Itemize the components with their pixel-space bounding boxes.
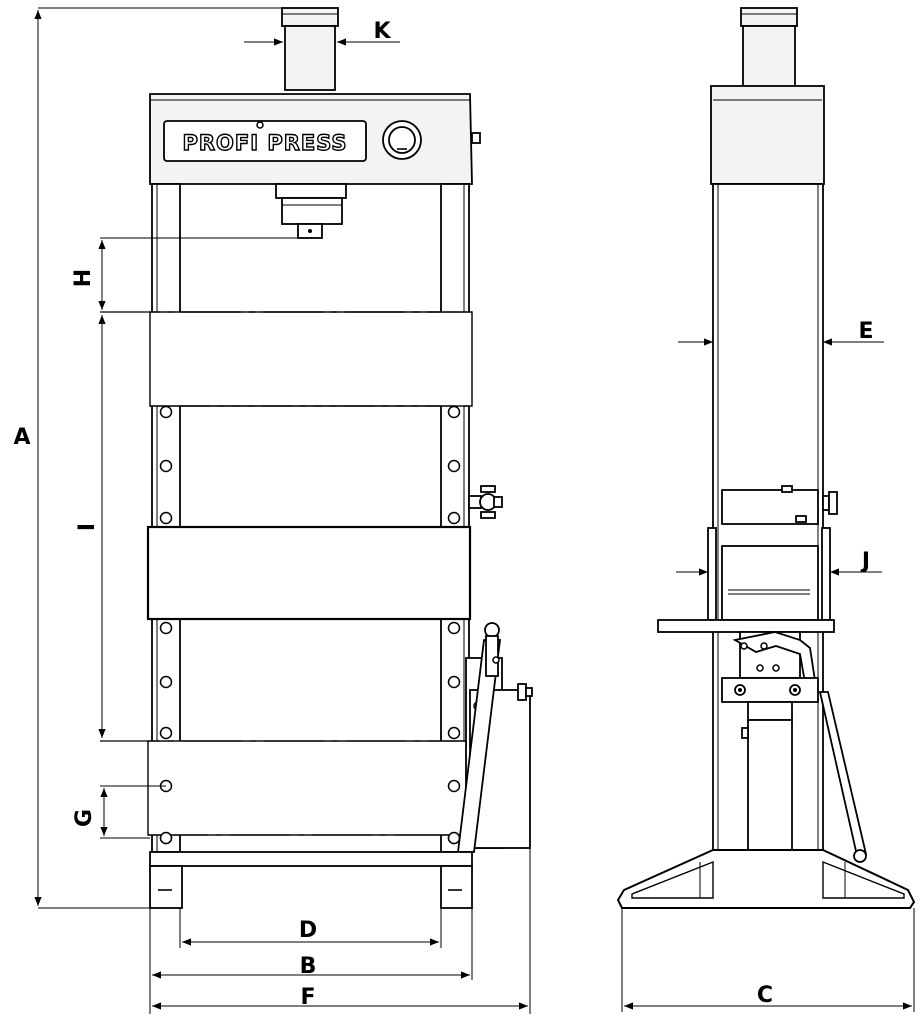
table-lower-position [100,740,471,836]
dim-label-b: B [300,954,317,979]
logo-text: PROFI PRESS [182,131,347,155]
side-view: E J C [616,7,916,1012]
dim-label-d: D [299,918,317,943]
valve-knob-icon [468,485,503,519]
dim-label-k: K [373,19,391,44]
dim-label-j: J [860,549,870,574]
press-ram [275,183,347,239]
dim-label-i: I [75,523,100,531]
dim-label-h: H [71,269,96,287]
dim-label-c: C [757,983,773,1008]
dim-label-f: F [300,985,315,1010]
press-head: PROFI PRESS [149,93,481,185]
table-upper-position [100,311,473,407]
cylinder-top [281,7,339,91]
front-view: PROFI PRESS [13,7,533,1014]
dim-label-g: G [72,809,97,827]
side-pump [721,631,868,863]
dim-label-e: E [858,319,873,344]
dim-label-a: A [13,425,30,450]
press-base [149,851,473,909]
work-table [146,525,472,621]
